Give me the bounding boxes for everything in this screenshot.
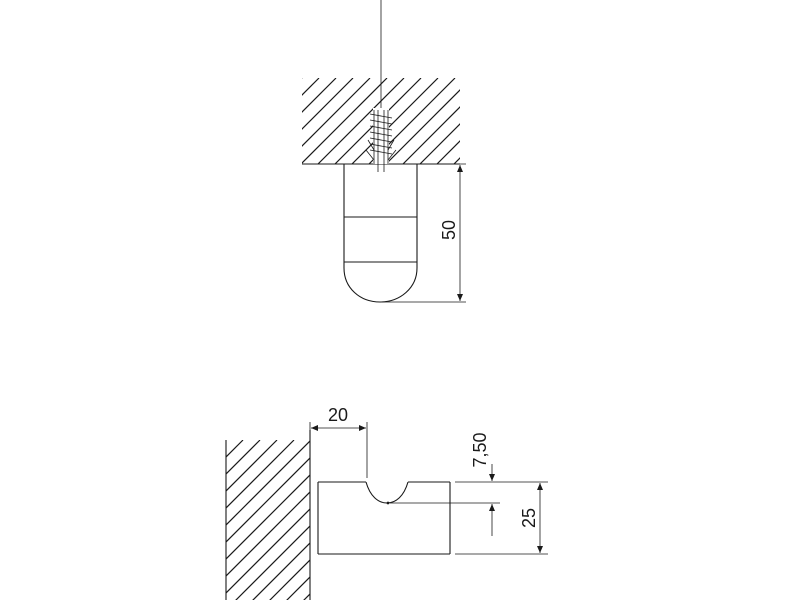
dimension-50: 50 (382, 163, 466, 303)
hatch-line (302, 78, 371, 147)
hatch-line (402, 106, 460, 164)
hatch-line (226, 440, 227, 441)
hatch-line (226, 440, 244, 458)
hatch-line (226, 457, 310, 543)
top-view: 50 (302, 0, 557, 303)
hatch-line (226, 440, 261, 475)
hatch-line (385, 89, 460, 164)
dimension-label-25: 25 (519, 508, 539, 528)
hook-front-view (343, 164, 418, 303)
hook-side-view (317, 481, 451, 555)
hatch-line (471, 78, 557, 164)
hatch-line (226, 440, 295, 509)
dimension-20: 20 (309, 405, 368, 480)
hatch-line (302, 78, 354, 130)
hatch-line (286, 576, 310, 600)
hatch-line (302, 78, 320, 96)
hatch-line (419, 123, 460, 164)
hatch-line (226, 491, 310, 577)
hatch-line (269, 559, 310, 600)
hatch-line (453, 157, 460, 164)
hatch-line (302, 78, 337, 113)
dimension-label-50: 50 (439, 220, 459, 240)
hatch-line (351, 78, 439, 164)
hatch-line (252, 542, 310, 600)
hatch-line (317, 78, 405, 164)
dimension-label-7-50: 7,50 (470, 432, 490, 467)
hatch-line (303, 593, 310, 600)
hatch-line (436, 140, 460, 164)
hatch-line (319, 440, 481, 600)
dimension-7-50: 7,50 (390, 432, 500, 536)
dimension-25: 25 (455, 481, 548, 555)
hatch-line (302, 78, 388, 164)
hatch-line (226, 474, 310, 560)
wall-plug (365, 108, 397, 164)
hatch-line (235, 525, 310, 600)
hatch-line (302, 78, 303, 79)
hatch-line (226, 508, 310, 594)
bottom-view: 20 7,50 25 (225, 405, 548, 600)
hatch-line (226, 440, 310, 526)
wall-hatch (226, 440, 481, 600)
hatch-line (226, 440, 278, 492)
dimension-label-20: 20 (328, 405, 348, 425)
